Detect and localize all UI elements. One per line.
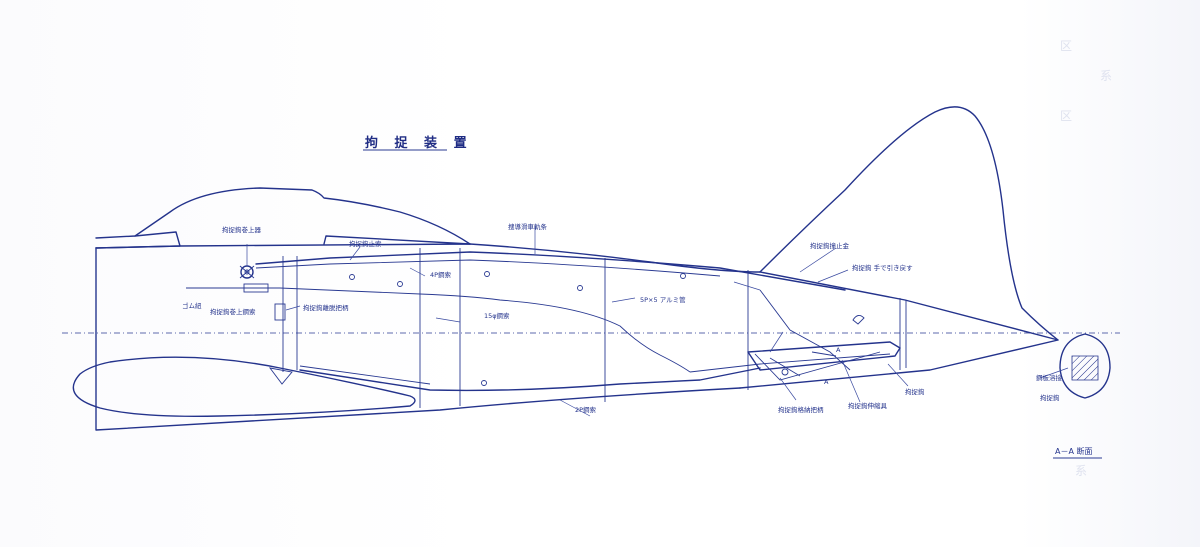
frames — [282, 248, 907, 408]
fuselage-outline — [95, 106, 1059, 431]
station-markers — [349, 271, 686, 386]
svg-text:区: 区 — [1060, 39, 1072, 53]
section-a-a: 鋼板溶接 拘捉鉤 A－A 断面 — [1036, 333, 1111, 459]
svg-text:系: 系 — [1100, 69, 1112, 83]
annotation-hook-winch: 拘捉鉤巻上器 — [222, 225, 262, 234]
annotation-release-handle: 拘捉鉤離脱把柄 — [303, 303, 349, 312]
drawing-title: 拘 捉 装 置 — [365, 135, 473, 151]
margin-ghost-marks: 区 系 区 系 — [1060, 39, 1112, 478]
annotation-hook-pull-back: 拘捉鉤 手で引き戻す — [852, 263, 913, 272]
winch-mechanism — [186, 265, 293, 385]
cables — [200, 251, 891, 392]
annotation-hook-stop: 拘捉鉤止索 — [349, 239, 382, 248]
annotation-hook-raise-cable: 拘捉鉤巻上鋼索 — [210, 307, 256, 316]
annotation-hook: 拘捉鉤 — [905, 387, 925, 396]
drawing-annotations: 拘捉鉤巻上器 捜導滑車軌条 拘捉鉤止索 4P鋼索 拘捉鉤離脱把柄 5P×5 アル… — [182, 222, 925, 414]
annotation-storage-handle: 拘捉鉤格納把柄 — [778, 405, 824, 414]
annotation-hook-stopper: 拘捉鉤撞止金 — [810, 241, 850, 250]
marker-a-lower: A — [824, 378, 829, 386]
svg-text:区: 区 — [1060, 109, 1072, 123]
arresting-hook — [747, 315, 901, 381]
annotation-15-cable: 15φ鋼索 — [484, 311, 510, 320]
annotation-alu-tube: 5P×5 アルミ管 — [640, 295, 686, 304]
annotation-2p-cable: 2P鋼索 — [575, 405, 597, 414]
section-label-hook: 拘捉鉤 — [1040, 393, 1060, 402]
annotation-rubber-cord: ゴム紐 — [182, 301, 202, 310]
annotation-4p-cable: 4P鋼索 — [430, 270, 452, 279]
leader-lines — [246, 226, 909, 417]
svg-text:系: 系 — [1075, 464, 1087, 478]
section-label: A－A 断面 — [1055, 446, 1093, 456]
annotation-guide-rail: 捜導滑車軌条 — [508, 222, 548, 231]
wing-section — [72, 356, 416, 418]
marker-a-upper: A — [836, 346, 841, 354]
section-label-weld: 鋼板溶接 — [1036, 373, 1063, 382]
annotation-hook-extender: 拘捉鉤伸縮具 — [848, 401, 888, 410]
